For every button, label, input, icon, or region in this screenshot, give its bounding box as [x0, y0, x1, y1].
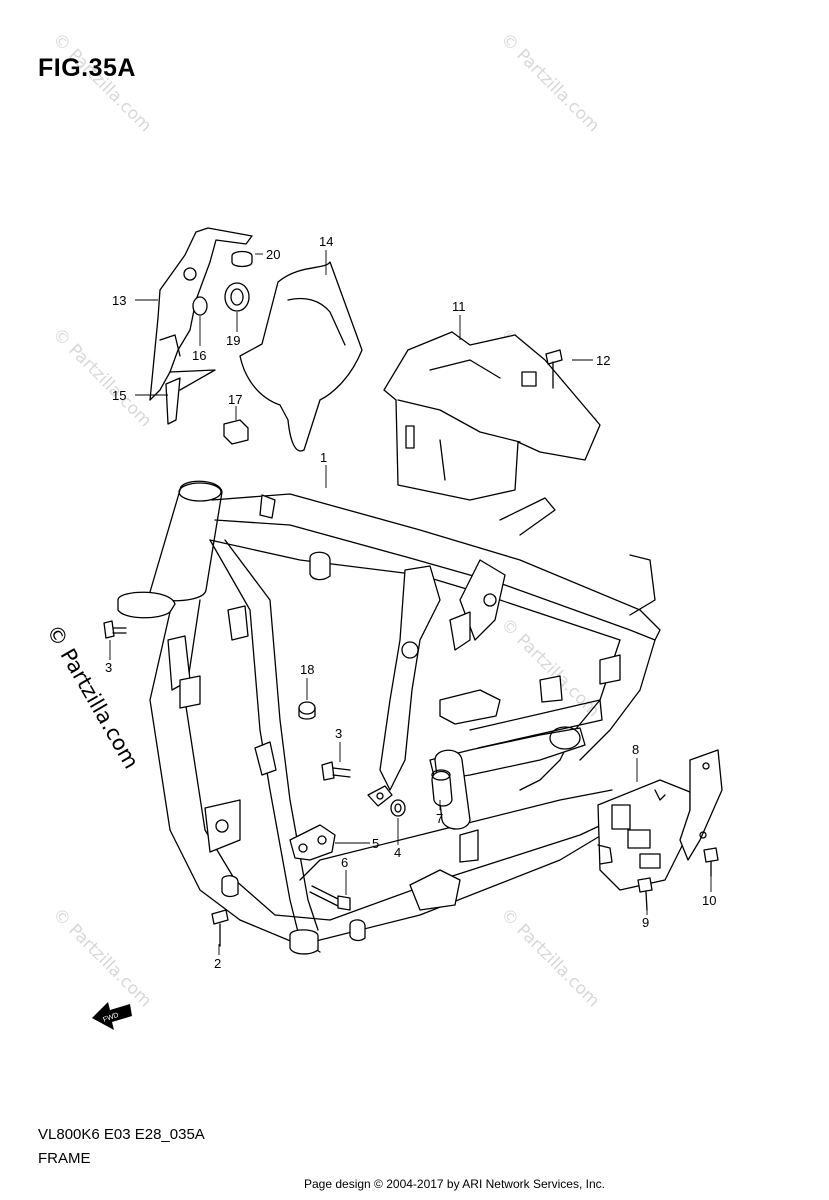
- watermark-text: © Partzilla.com: [496, 904, 603, 1011]
- part-6-long-bolt: [309, 885, 351, 911]
- part-13-side-cover-bracket: [149, 227, 253, 401]
- part-10-bolt: [703, 847, 719, 877]
- callout-4: 4: [394, 845, 401, 860]
- callout-9: 9: [642, 915, 649, 930]
- part-16-grommet: [192, 296, 208, 316]
- footer: Page design © 2004-2017 by ARI Network S…: [0, 1177, 829, 1191]
- part-19-grommet: [224, 282, 250, 312]
- callout-14: 14: [319, 234, 333, 249]
- model-code: VL800K6 E03 E28_035A: [38, 1126, 205, 1143]
- part-14-cover: [239, 261, 363, 452]
- part-12-bolt: [545, 349, 563, 389]
- figure-title: FIG.35A: [38, 54, 136, 82]
- watermark-text: © Partzilla.com: [48, 904, 155, 1011]
- part-1-main-frame: [117, 480, 661, 955]
- watermark-text: © Partzilla.com: [48, 324, 155, 431]
- leader-lines: [109, 250, 712, 955]
- callout-8: 8: [632, 742, 639, 757]
- part-15-clip: [165, 377, 181, 425]
- part-7-spacer: [367, 769, 453, 807]
- fwd-arrow-icon: FWD: [92, 1002, 132, 1030]
- callout-5: 5: [372, 836, 379, 851]
- callout-3-left: 3: [105, 660, 112, 675]
- callout-13: 13: [112, 293, 126, 308]
- watermark-text-large: © Partzilla.com: [42, 621, 144, 773]
- part-2-bolt: [211, 909, 229, 947]
- callout-2: 2: [214, 956, 221, 971]
- part-17-cushion: [223, 419, 249, 445]
- callout-12: 12: [596, 353, 610, 368]
- callout-10: 10: [702, 893, 716, 908]
- callout-16: 16: [192, 348, 206, 363]
- footer-copyright: Page design © 2004-2017 by ARI Network S…: [303, 1177, 605, 1191]
- callout-15: 15: [112, 388, 126, 403]
- watermark-text: © Partzilla.com: [496, 614, 603, 721]
- section-name: FRAME: [38, 1150, 91, 1167]
- part-20-cushion: [231, 250, 253, 268]
- callout-11: 11: [452, 299, 466, 314]
- watermark-group: © Partzilla.com © Partzilla.com © Partzi…: [42, 29, 604, 1011]
- part-9-bolt: [637, 877, 653, 911]
- callout-19: 19: [226, 333, 240, 348]
- callout-7: 7: [436, 811, 443, 826]
- part-3-bolt-left: [103, 620, 127, 639]
- callout-1: 1: [320, 450, 327, 465]
- part-8-bracket: [597, 749, 723, 891]
- watermark-text: © Partzilla.com: [496, 29, 603, 136]
- part-3-bolt-center: [321, 761, 351, 781]
- callout-20: 20: [266, 247, 280, 262]
- callout-3-center: 3: [335, 726, 342, 741]
- part-5-bracket-plate: [289, 824, 336, 861]
- callout-6: 6: [341, 855, 348, 870]
- part-4-nut: [390, 799, 406, 817]
- callout-18: 18: [300, 662, 314, 677]
- part-11-battery-box: [383, 331, 601, 501]
- part-18-plug: [298, 701, 316, 720]
- callout-numbers: 1 2 3 3 4 5 6 7 8 9 10 11 12 13 14 15 16…: [105, 234, 716, 971]
- callout-17: 17: [228, 392, 242, 407]
